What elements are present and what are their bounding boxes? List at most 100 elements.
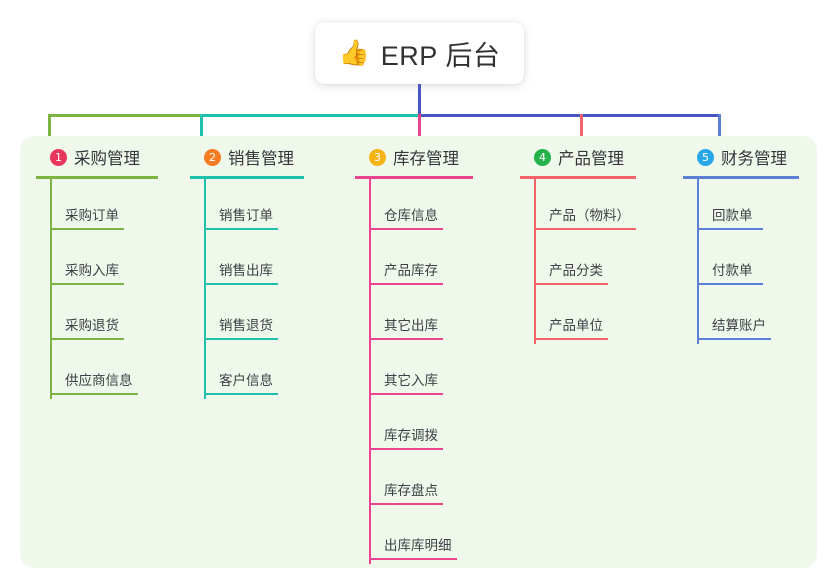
menu-item[interactable]: 产品分类 [520,234,636,289]
section-header[interactable]: 2 销售管理 [190,145,304,169]
menu-item[interactable]: 付款单 [683,234,799,289]
menu-item-underline [697,338,771,340]
menu-item-label: 销售订单 [219,208,273,223]
menu-item-underline [697,228,763,230]
menu-item-underline [369,393,443,395]
section-items: 回款单付款单结算账户 [683,179,799,344]
menu-item-underline [369,228,443,230]
section-spine [369,179,371,564]
section-items: 仓库信息产品库存其它出库其它入库库存调拨库存盘点出库库明细 [355,179,473,564]
section-number-badge: 5 [697,148,714,166]
menu-item[interactable]: 产品单位 [520,289,636,344]
section-items: 产品（物料） 产品分类产品单位 [520,179,636,344]
section-underline [190,176,304,179]
section-column: 5 财务管理回款单付款单结算账户 [683,145,799,344]
root-node[interactable]: 👍 ERP 后台 [315,22,524,84]
section-title: 采购管理 [74,150,140,168]
menu-item-label: 付款单 [712,263,753,278]
menu-item[interactable]: 出库库明细 [355,509,473,564]
section-title: 销售管理 [228,150,294,168]
menu-item-underline [369,558,457,560]
menu-item-underline [204,393,278,395]
section-spine [697,179,699,344]
drop-connector-5 [718,114,721,156]
menu-item[interactable]: 采购订单 [36,179,158,234]
section-title: 财务管理 [721,150,787,168]
menu-item-underline [50,393,138,395]
menu-item-underline [204,228,278,230]
section-header[interactable]: 5 财务管理 [683,145,799,169]
section-items: 销售订单销售出库销售退货客户信息 [190,179,304,399]
menu-item-label: 采购入库 [65,263,119,278]
menu-item-underline [369,448,443,450]
menu-item[interactable]: 其它入库 [355,344,473,399]
section-underline [520,176,636,179]
menu-item[interactable]: 销售订单 [190,179,304,234]
section-column: 1 采购管理采购订单采购入库采购退货供应商信息 [36,145,158,399]
menu-item[interactable]: 库存盘点 [355,454,473,509]
menu-item-label: 采购退货 [65,318,119,333]
section-underline [683,176,799,179]
menu-item-label: 其它出库 [384,318,438,333]
menu-item-label: 出库库明细 [384,538,452,553]
menu-item-underline [204,283,278,285]
menu-item-underline [50,338,124,340]
bar-segment-3 [418,114,720,117]
menu-item[interactable]: 库存调拨 [355,399,473,454]
menu-item-label: 产品分类 [549,263,603,278]
menu-item[interactable]: 采购入库 [36,234,158,289]
menu-item[interactable]: 销售出库 [190,234,304,289]
section-spine [204,179,206,399]
bar-segment-1 [48,114,200,117]
section-number-badge: 4 [534,148,551,166]
menu-item-label: 结算账户 [712,318,766,333]
menu-item-label: 回款单 [712,208,753,223]
menu-item-label: 采购订单 [65,208,119,223]
menu-item[interactable]: 客户信息 [190,344,304,399]
root-node-content: 👍 ERP 后台 [339,34,501,73]
root-node-title: ERP 后台 [380,40,501,71]
section-number-badge: 2 [204,148,221,166]
drop-connector-2 [200,114,203,156]
menu-item-label: 仓库信息 [384,208,438,223]
section-underline [355,176,473,179]
menu-item[interactable]: 产品（物料） [520,179,636,234]
drop-connector-3 [418,114,421,156]
sections-panel [20,136,817,568]
menu-item-label: 其它入库 [384,373,438,388]
menu-item-label: 产品库存 [384,263,438,278]
menu-item[interactable]: 产品库存 [355,234,473,289]
menu-item[interactable]: 供应商信息 [36,344,158,399]
menu-item[interactable]: 结算账户 [683,289,799,344]
menu-item-underline [369,338,443,340]
section-underline [36,176,158,179]
drop-connector-4 [580,114,583,156]
menu-item[interactable]: 其它出库 [355,289,473,344]
section-number-badge: 3 [369,148,386,166]
menu-item-label: 销售出库 [219,263,273,278]
menu-item-label: 产品单位 [549,318,603,333]
menu-item-underline [369,503,443,505]
section-spine [50,179,52,399]
menu-item-underline [50,228,124,230]
menu-item-underline [204,338,278,340]
trunk-connector [418,84,421,115]
menu-item-label: 产品（物料） [549,208,630,223]
section-column: 2 销售管理销售订单销售出库销售退货客户信息 [190,145,304,399]
section-items: 采购订单采购入库采购退货供应商信息 [36,179,158,399]
menu-item[interactable]: 仓库信息 [355,179,473,234]
menu-item-underline [534,228,636,230]
menu-item-label: 库存盘点 [384,483,438,498]
menu-item[interactable]: 回款单 [683,179,799,234]
section-header[interactable]: 1 采购管理 [36,145,158,169]
menu-item-underline [534,338,608,340]
menu-item[interactable]: 销售退货 [190,289,304,344]
menu-item[interactable]: 采购退货 [36,289,158,344]
menu-item-underline [369,283,443,285]
drop-connector-1 [48,114,51,156]
section-number-badge: 1 [50,148,67,166]
thumbs-up-icon: 👍 [338,38,370,67]
